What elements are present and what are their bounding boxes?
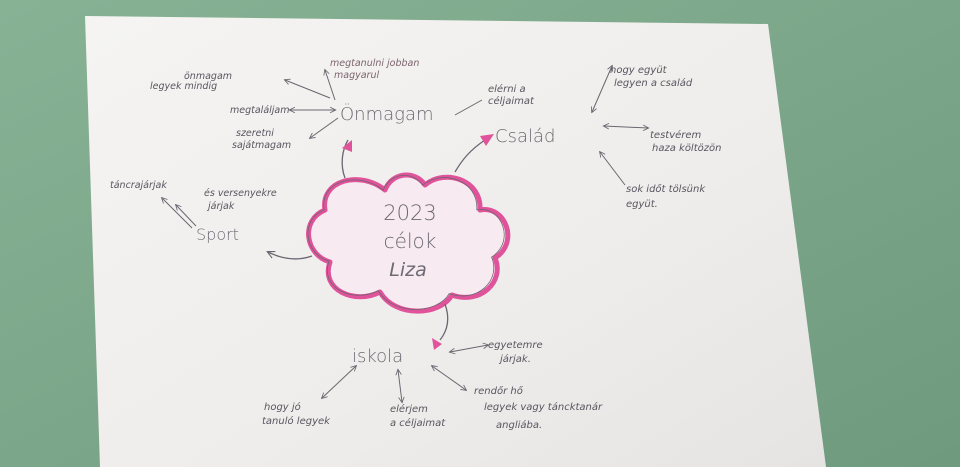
center-name: Liza bbox=[389, 259, 426, 281]
note-iskola-9: a céljaimat bbox=[390, 417, 446, 429]
note-csalad-2: legyen a család bbox=[614, 77, 693, 89]
note-onmagam-7: sajátmagam bbox=[232, 140, 291, 151]
note-iskola-3: rendőr hő bbox=[474, 385, 524, 397]
note-sport-3: járjak bbox=[206, 201, 235, 212]
branch-title-csalad: Család bbox=[495, 126, 555, 147]
note-iskola-4: legyek vagy táncktanár bbox=[484, 401, 603, 413]
arrow-head-csalad bbox=[480, 134, 494, 146]
note-onmagam-6: szeretni bbox=[236, 128, 274, 139]
iskola-arrows bbox=[322, 345, 488, 402]
note-iskola-2: járjak. bbox=[498, 353, 531, 365]
note-csalad-1: hogy együt bbox=[610, 65, 668, 76]
note-onmagam-4: legyek mindig bbox=[150, 81, 217, 92]
center-goals: célok bbox=[384, 229, 437, 253]
note-iskola-8: elérjem bbox=[390, 403, 428, 415]
arrow-head-onmagam bbox=[342, 140, 352, 152]
branch-arrows bbox=[268, 139, 486, 341]
note-iskola-6: hogy jó bbox=[264, 401, 301, 413]
branch-title-iskola: iskola bbox=[352, 346, 403, 367]
note-onmagam-8: elérni a bbox=[488, 83, 526, 95]
onmagam-arrows bbox=[285, 70, 483, 138]
sport-arrows bbox=[162, 198, 197, 229]
csalad-arrows bbox=[592, 66, 648, 186]
note-iskola-1: egyetemre bbox=[488, 340, 543, 351]
note-onmagam-1: megtanulni jobban bbox=[330, 58, 419, 69]
arrow-head-iskola bbox=[432, 338, 442, 350]
note-onmagam-9: céljaimat bbox=[488, 95, 535, 107]
center-cloud bbox=[306, 172, 511, 314]
note-onmagam-2: magyarul bbox=[334, 70, 379, 81]
note-csalad-4: haza költözön bbox=[652, 143, 721, 154]
note-sport-2: és versenyekre bbox=[204, 188, 277, 199]
note-csalad-3: testvérem bbox=[650, 129, 702, 141]
note-iskola-7: tanuló legyek bbox=[262, 415, 331, 427]
note-onmagam-3: önmagam bbox=[184, 71, 232, 82]
note-iskola-5: angliába. bbox=[496, 419, 542, 431]
note-onmagam-5: megtaláljam bbox=[230, 105, 290, 116]
note-csalad-5: sok időt tölsünk bbox=[626, 183, 706, 195]
branch-title-sport: Sport bbox=[196, 225, 239, 244]
note-sport-1: táncrajárjak bbox=[110, 180, 167, 191]
note-csalad-6: együt. bbox=[626, 199, 658, 210]
branch-title-onmagam: Önmagam bbox=[340, 103, 434, 125]
center-year: 2023 bbox=[383, 201, 436, 225]
